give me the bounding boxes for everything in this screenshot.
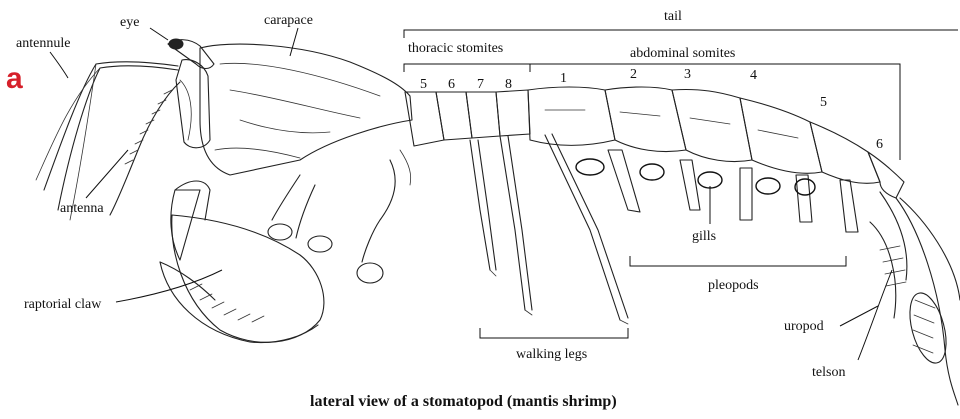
label-gills: gills bbox=[692, 229, 716, 244]
thoracic-number: 7 bbox=[477, 77, 484, 92]
tail-bracket bbox=[404, 30, 958, 38]
walking-legs-drawing bbox=[470, 134, 628, 324]
label-thoracic-somites: thoracic stomites bbox=[408, 41, 503, 56]
label-walking-legs: walking legs bbox=[516, 347, 587, 362]
antennule-pointer bbox=[50, 52, 68, 78]
telson-drawing bbox=[896, 198, 960, 405]
walking-legs-bracket bbox=[480, 328, 628, 338]
raptorial-claw-drawing bbox=[160, 181, 324, 343]
abdominal-number: 2 bbox=[630, 67, 637, 82]
abdominal-number: 1 bbox=[560, 71, 567, 86]
panel-label: a bbox=[6, 62, 23, 95]
thoracic-segments-drawing bbox=[405, 90, 530, 146]
abdominal-segments-drawing bbox=[528, 87, 904, 198]
antennule-drawing bbox=[36, 62, 178, 220]
abdominal-number: 4 bbox=[750, 68, 757, 83]
label-telson: telson bbox=[812, 365, 845, 380]
thoracic-number: 5 bbox=[420, 77, 427, 92]
abdominal-number: 5 bbox=[820, 95, 827, 110]
label-raptorial-claw: raptorial claw bbox=[24, 297, 102, 312]
thoracic-number: 6 bbox=[448, 77, 455, 92]
pleopods-bracket bbox=[630, 256, 846, 266]
eye-pointer bbox=[150, 28, 168, 40]
thoracic-appendages-drawing bbox=[268, 150, 411, 283]
eye-drawing bbox=[168, 39, 214, 69]
label-tail: tail bbox=[664, 9, 682, 24]
label-eye: eye bbox=[120, 15, 139, 30]
pleopods-drawing bbox=[608, 150, 858, 232]
carapace-drawing bbox=[176, 44, 412, 175]
label-antenna: antenna bbox=[60, 201, 104, 216]
label-abdominal-somites: abdominal somites bbox=[630, 46, 735, 61]
carapace-pointer bbox=[290, 28, 298, 56]
abdominal-bracket bbox=[530, 64, 900, 160]
telson-pointer bbox=[858, 270, 892, 360]
thoracic-number: 8 bbox=[505, 77, 512, 92]
label-pleopods: pleopods bbox=[708, 278, 759, 293]
label-uropod: uropod bbox=[784, 319, 824, 334]
label-antennule: antennule bbox=[16, 36, 70, 51]
uropod-drawing bbox=[870, 192, 907, 318]
figure-caption: lateral view of a stomatopod (mantis shr… bbox=[310, 393, 617, 410]
label-carapace: carapace bbox=[264, 13, 313, 28]
abdominal-number: 3 bbox=[684, 67, 691, 82]
thoracic-bracket bbox=[404, 64, 530, 72]
abdominal-number: 6 bbox=[876, 137, 883, 152]
gills-drawing bbox=[576, 159, 815, 195]
